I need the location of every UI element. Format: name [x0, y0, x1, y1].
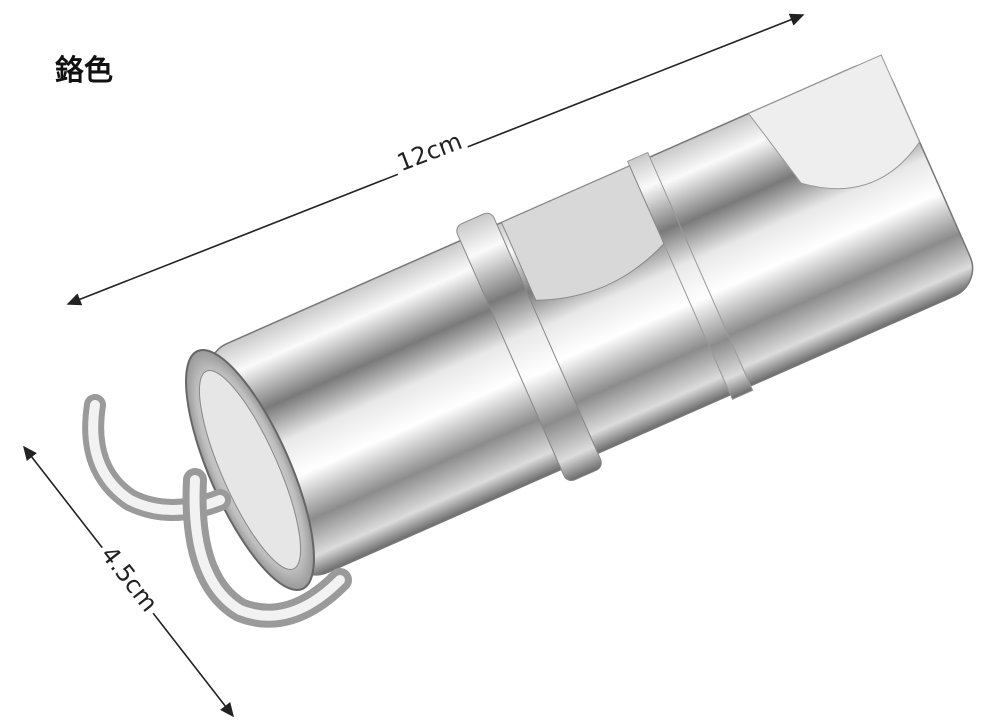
shower-holder-body	[185, 54, 974, 592]
color-label: 鉻色	[55, 53, 114, 87]
